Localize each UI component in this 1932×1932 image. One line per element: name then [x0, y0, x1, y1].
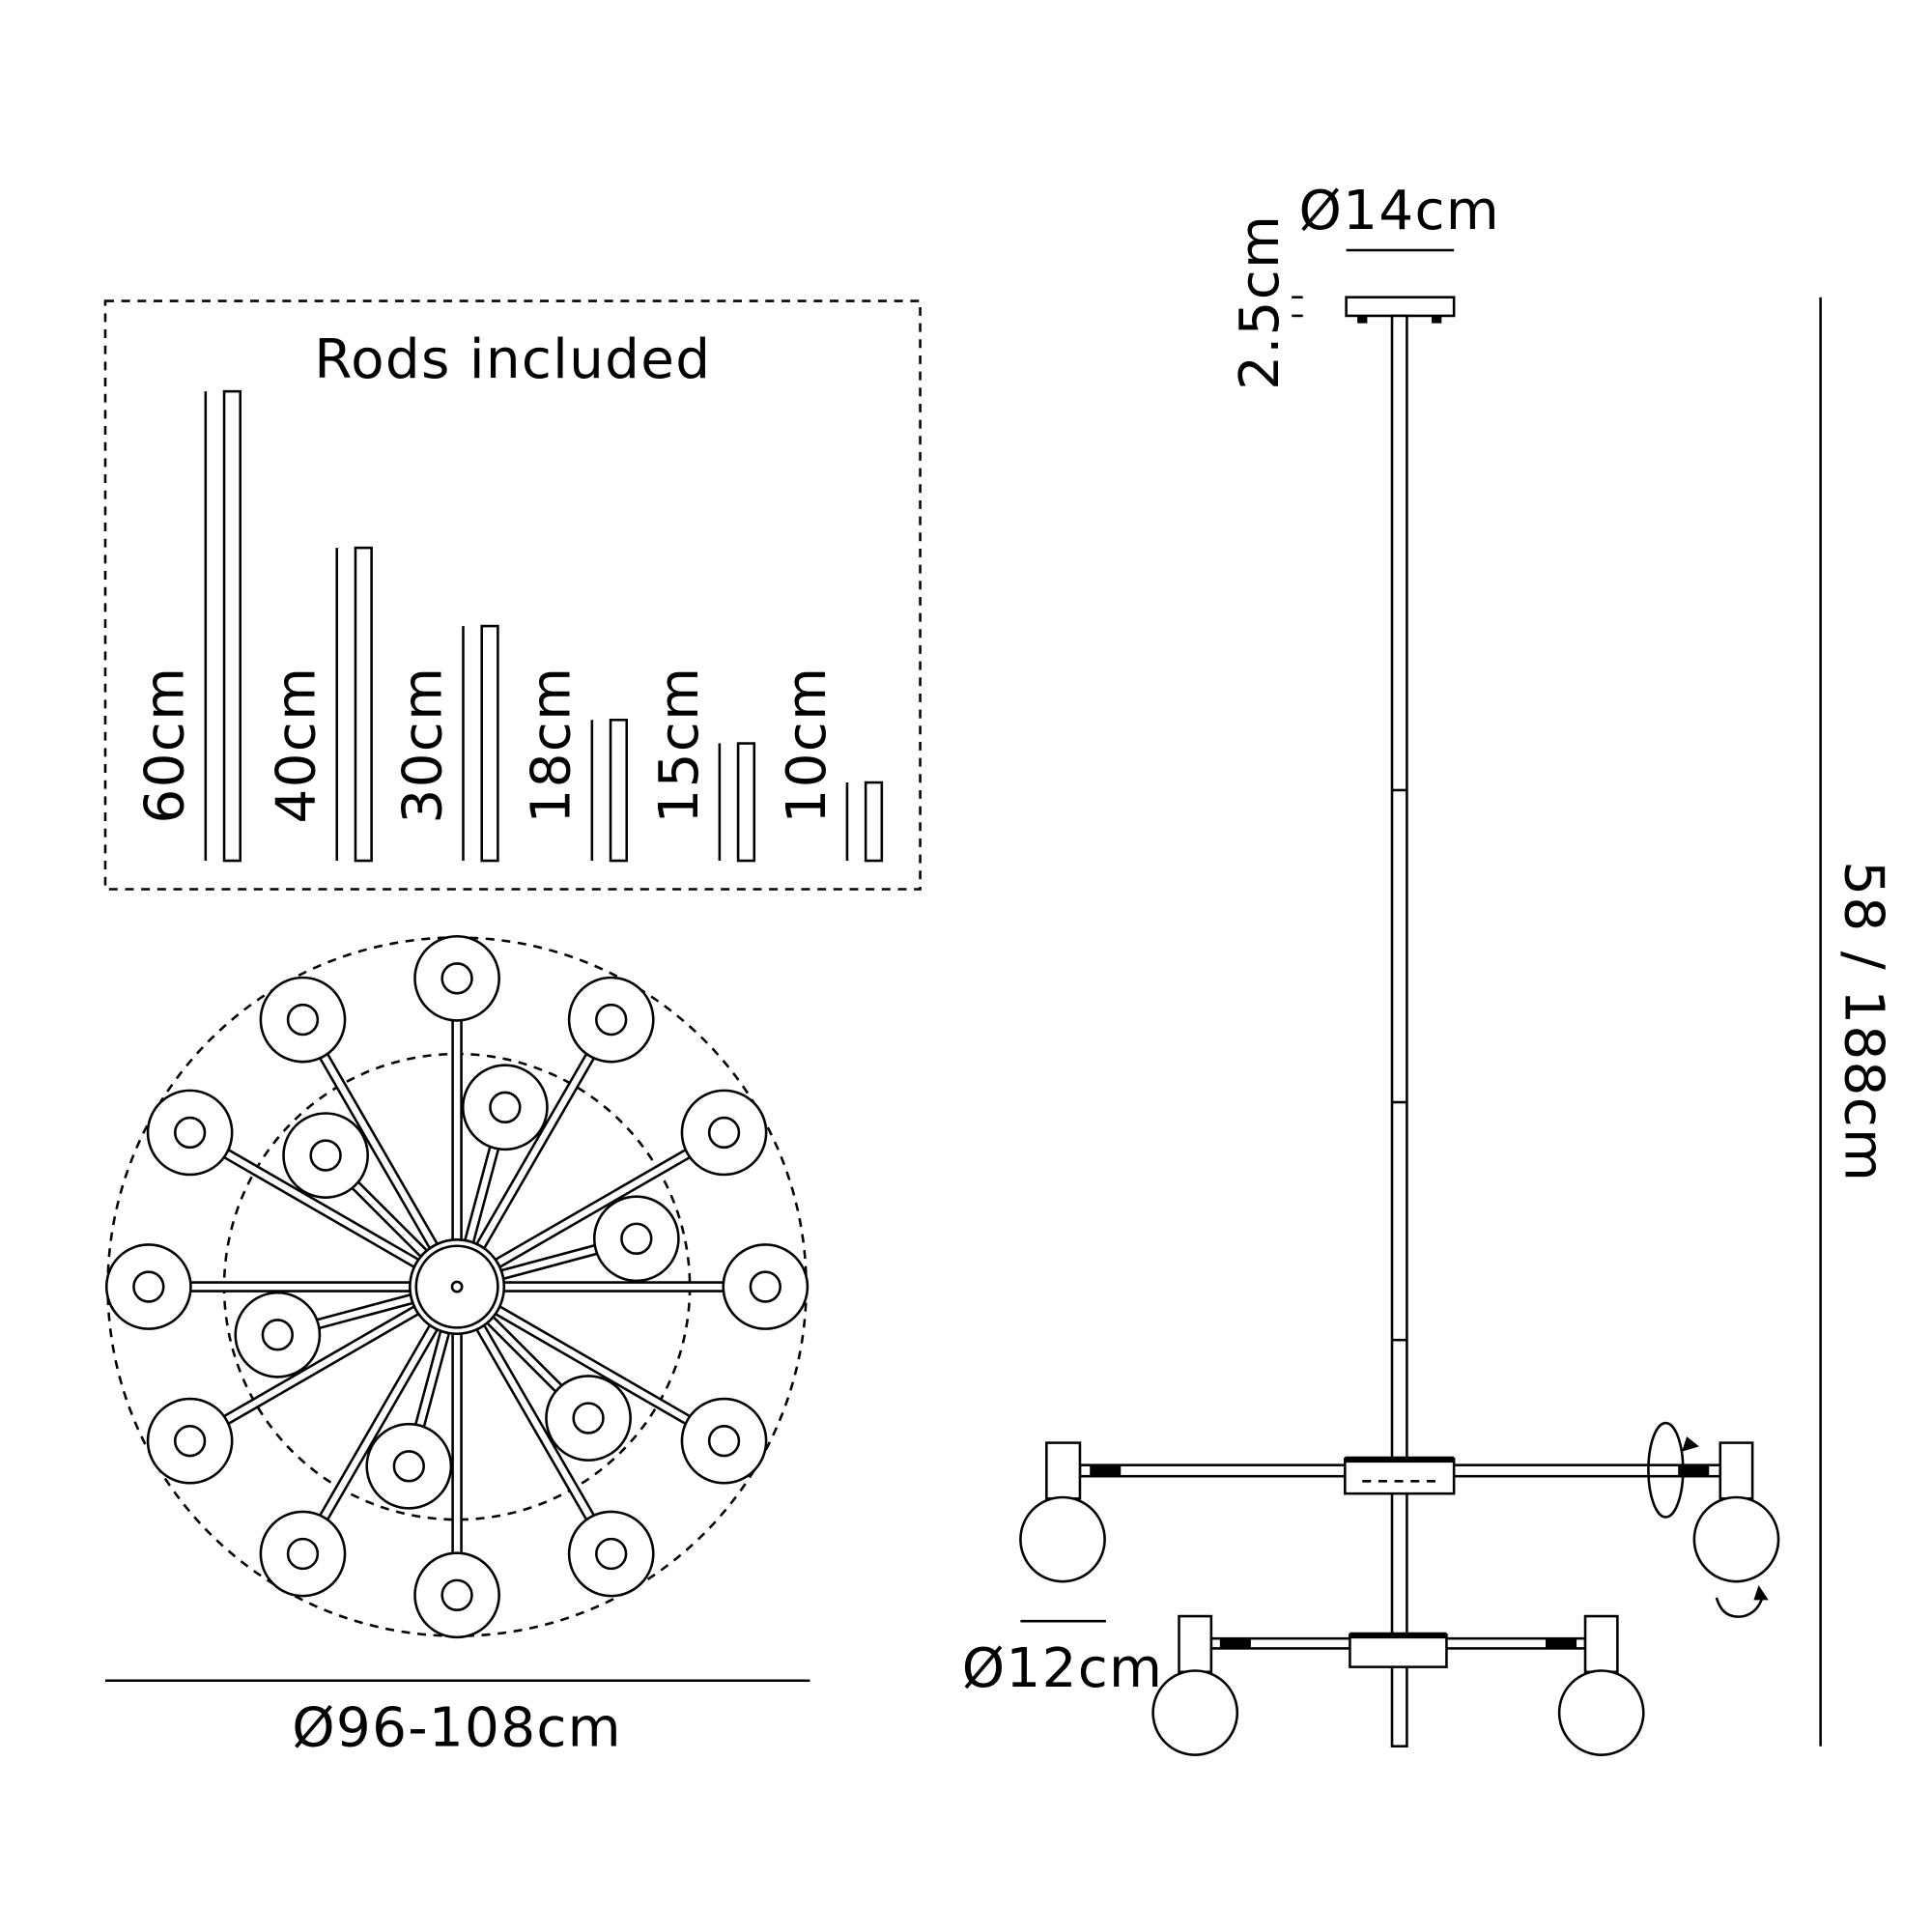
lamp-bulb: [707, 1116, 741, 1150]
lamp-arm: [502, 1243, 810, 1330]
upper-tier: [1019, 1421, 1780, 1618]
glass-globe: [1692, 1495, 1780, 1583]
rod: [480, 624, 499, 863]
lower-tier: Ø12cm: [962, 1614, 1645, 1756]
lamp-arm: [234, 1291, 414, 1378]
lamp-bulb: [572, 1402, 605, 1435]
lamp-bulb: [173, 1425, 207, 1458]
diameter-label: Ø96-108cm: [292, 1697, 622, 1760]
lamp-arm: [413, 934, 500, 1241]
rod-15cm: 15cm: [648, 667, 756, 863]
lamp-arm: [494, 1089, 768, 1269]
lamp-arm: [413, 1332, 500, 1639]
rod-30cm: 30cm: [391, 624, 499, 863]
rotate-arrow-icon: [1715, 1593, 1765, 1618]
rod-label: 18cm: [521, 667, 583, 824]
top-view: Ø96-108cm: [104, 934, 810, 1760]
rod: [736, 742, 756, 863]
lamp-arm: [494, 1304, 768, 1485]
lamp-bulb: [595, 1537, 628, 1571]
glass-globe: [1151, 1669, 1239, 1756]
lamp-bulb: [261, 1319, 294, 1351]
suspension-rod: [1390, 314, 1408, 1747]
rod: [354, 546, 373, 863]
hub-diameter-label: Ø12cm: [962, 1637, 1164, 1700]
lamp-holder: [1583, 1614, 1619, 1674]
lamp-arm: [104, 1243, 412, 1330]
rotate-arrow-icon: [1647, 1421, 1685, 1519]
rod-10cm: 10cm: [776, 667, 884, 863]
lamp-holder: [1045, 1441, 1082, 1500]
rod: [864, 781, 884, 863]
lamp-bulb: [286, 1003, 320, 1037]
lamp-bulb: [173, 1116, 207, 1150]
lamp-arm: [474, 1323, 655, 1598]
lamp-bulb: [749, 1270, 781, 1303]
rod-label: 60cm: [134, 667, 197, 824]
lamp-arm: [474, 976, 655, 1250]
height-label: 58 / 188cm: [1832, 861, 1894, 1182]
glass-globe: [1557, 1669, 1645, 1756]
rod-label: 15cm: [648, 667, 711, 824]
rod: [609, 718, 629, 863]
lamp-bulb: [620, 1222, 653, 1255]
central-hub: [409, 1238, 506, 1336]
rods-title: Rods included: [314, 328, 711, 391]
lamp-arm: [485, 1315, 632, 1462]
lamp-arm: [146, 1304, 420, 1485]
lamp-holder: [1719, 1441, 1754, 1500]
side-view: Ø14cm 2.5cm: [962, 180, 1894, 1756]
rod-60cm: 60cm: [134, 389, 242, 863]
upper-hub: [1344, 1457, 1456, 1495]
rod-18cm: 18cm: [521, 667, 629, 863]
rods-included-panel: Rods included 60cm 40cm 30cm 18cm 15cm 10cm: [103, 299, 922, 891]
ceiling-canopy: [1345, 296, 1456, 318]
lamp-arm: [499, 1195, 680, 1283]
lamp-bulb: [707, 1425, 741, 1458]
glass-globe: [1019, 1495, 1106, 1583]
lamp-bulb: [132, 1270, 165, 1303]
lamp-bulb: [286, 1537, 320, 1571]
canopy-diameter-label: Ø14cm: [1298, 180, 1500, 242]
lamp-bulb: [489, 1091, 522, 1123]
canopy-height-label: 2.5cm: [1229, 214, 1292, 390]
lower-hub: [1349, 1634, 1448, 1668]
lamp-bulb: [595, 1003, 628, 1037]
lamp-arm: [365, 1329, 453, 1510]
rod-label: 10cm: [776, 667, 838, 824]
lamp-arm: [282, 1112, 429, 1259]
rod: [222, 389, 242, 863]
lamp-arm: [461, 1064, 549, 1244]
rods-box-border: [103, 299, 922, 891]
lamp-bulb: [440, 962, 473, 995]
lamp-bulb: [309, 1139, 342, 1172]
lamp-arm: [146, 1089, 420, 1269]
rod-label: 30cm: [391, 667, 454, 824]
lamp-bulb: [440, 1578, 473, 1611]
lamp-arm: [259, 976, 440, 1250]
lamp-bulb: [392, 1450, 425, 1483]
lamp-holder: [1178, 1614, 1213, 1674]
rod-label: 40cm: [266, 667, 328, 824]
rod-40cm: 40cm: [266, 546, 373, 863]
